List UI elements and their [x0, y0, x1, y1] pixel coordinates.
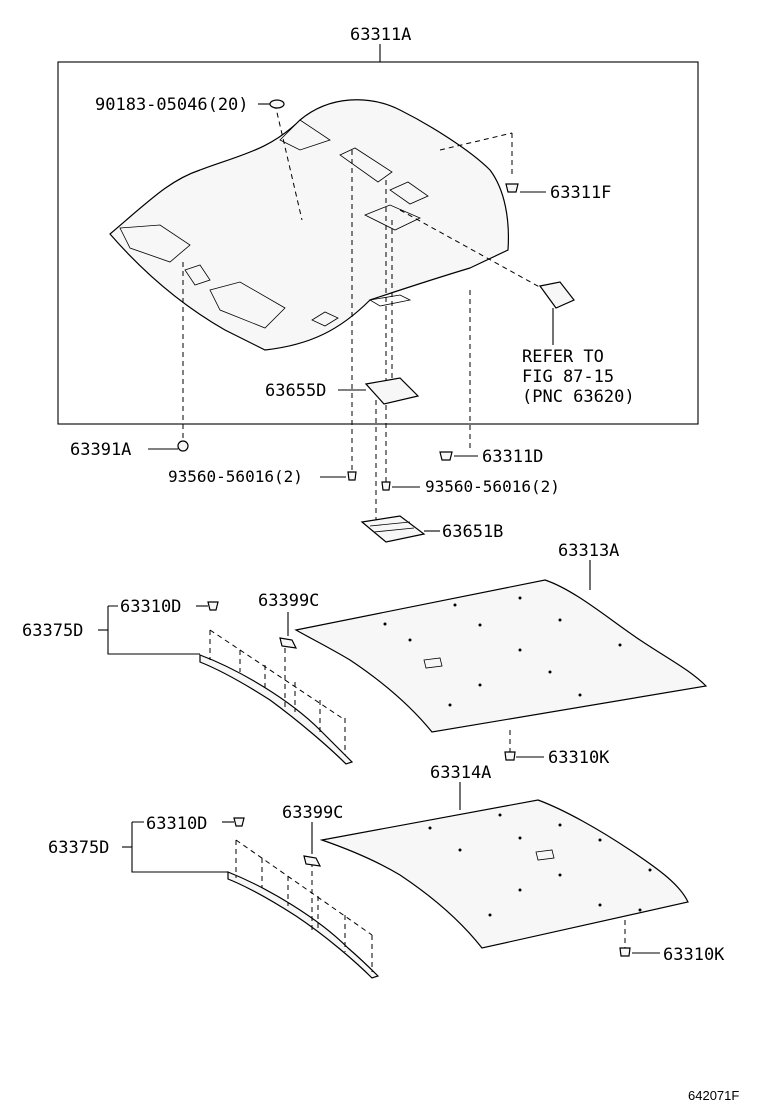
refer-text-3: (PNC 63620): [522, 387, 635, 407]
panel-upper-hole: [423, 657, 443, 669]
clip-63399C-lower-icon: [303, 855, 322, 867]
pad-63655D-icon: [364, 377, 420, 405]
panel-upper-dots: [383, 596, 622, 707]
figure-id: 642071F: [688, 1088, 739, 1103]
screw-63311D-icon: [439, 451, 453, 461]
lamp-opening: [311, 311, 339, 327]
label-63310K-upper: 63310K: [548, 748, 610, 768]
center-recess: [184, 264, 211, 286]
label-63399C-lower: 63399C: [282, 803, 343, 823]
bracket-63375D-upper: [107, 605, 200, 655]
refer-text-1: REFER TO: [522, 347, 604, 367]
sunvisor-recess-right: [209, 281, 286, 329]
label-63391A: 63391A: [70, 440, 131, 460]
dash-63311F-a: [439, 132, 513, 151]
label-screw-left: 93560-56016(2): [168, 467, 303, 486]
roof-panel-lower-group: 63314A 63310D 63399C 63375D 63310K: [48, 763, 725, 979]
refer-text-2: FIG 87-15: [522, 367, 614, 387]
roof-panel-63313A: [294, 579, 708, 733]
screw-63311F-icon: [505, 183, 519, 193]
roof-headliner: [109, 99, 509, 351]
pad-63651B-icon: [360, 515, 426, 543]
label-63310K-lower: 63310K: [663, 945, 725, 965]
roof-panel-63314A: [319, 799, 689, 949]
pad-63651B-rib-2: [373, 527, 415, 533]
dash-clip: [274, 103, 303, 221]
clip-63310D-lower-icon: [233, 817, 245, 827]
label-63375D-lower: 63375D: [48, 838, 109, 858]
label-screw-right: 93560-56016(2): [425, 477, 560, 496]
clip-63310D-upper-icon: [207, 601, 219, 611]
headliner-assembly-group: 90183-05046(20) 63311F REFER TO FIG 87-1…: [57, 25, 699, 520]
bracket-63375D-lower: [131, 821, 228, 873]
clip-icon: [269, 99, 285, 109]
side-rail-lower: [227, 871, 380, 979]
screw-right-icon: [381, 481, 391, 491]
label-63311A: 63311A: [350, 25, 411, 45]
rail-lower-hatch: [235, 839, 373, 972]
label-63310D-upper: 63310D: [120, 597, 181, 617]
label-90183: 90183-05046(20): [95, 95, 249, 115]
label-63651B: 63651B: [442, 522, 503, 542]
rail-upper-hatch: [209, 629, 346, 755]
panel-lower-hole: [535, 849, 555, 861]
rear-edge-opening: [368, 294, 412, 307]
label-63313A: 63313A: [558, 541, 619, 561]
connector-icon: [538, 281, 575, 309]
label-63311D: 63311D: [482, 447, 543, 467]
roof-panel-upper-group: 63313A 63310D 63399C 63375D 63310K: [22, 541, 708, 768]
assembly-frame: [57, 61, 699, 425]
panel-lower-dots: [428, 813, 652, 917]
console-opening: [389, 181, 429, 205]
clip-63391A-icon: [177, 440, 189, 452]
screw-left-icon: [347, 471, 357, 481]
label-63375D-upper: 63375D: [22, 621, 83, 641]
dash-refer: [399, 209, 546, 291]
label-63399C-upper: 63399C: [258, 591, 319, 611]
clip-63399C-upper-icon: [279, 637, 298, 649]
label-63655D: 63655D: [265, 381, 326, 401]
label-63310D-lower: 63310D: [146, 814, 207, 834]
assist-grip-rail: [339, 147, 393, 183]
label-63311F: 63311F: [550, 183, 611, 203]
headliner-pad-2: [364, 204, 421, 231]
fasteners-group: 63391A 63311D 93560-56016(2) 93560-56016…: [70, 440, 560, 543]
pad-63651B-rib: [369, 521, 411, 527]
sunvisor-recess-left: [119, 224, 191, 263]
side-rail-upper: [199, 654, 354, 765]
label-63314A: 63314A: [430, 763, 491, 783]
clip-63310K-upper-icon: [504, 751, 516, 761]
headliner-pad-1: [279, 119, 331, 151]
clip-63310K-lower-icon: [619, 947, 631, 957]
